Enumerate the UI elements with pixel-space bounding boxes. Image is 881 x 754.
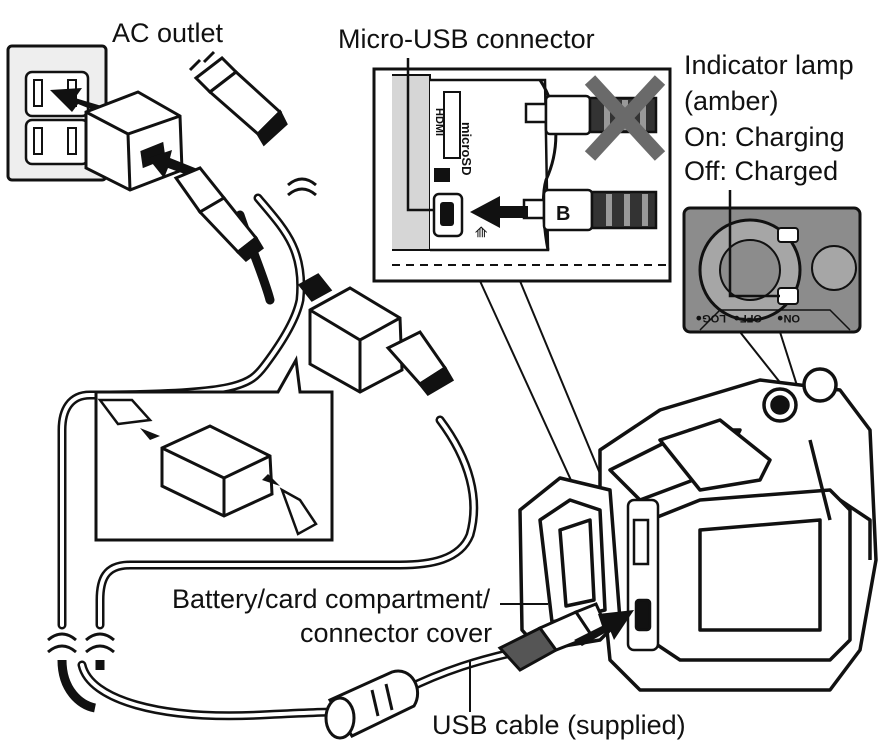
correct-orientation-plug [522, 188, 658, 232]
indicator-lamp-color-label: (amber) [684, 86, 779, 116]
micro-usb-leader-line [406, 58, 434, 212]
microsd-slot-label: microSD [459, 122, 474, 175]
wall-plug [188, 50, 288, 147]
insert-direction-arrow-icon [470, 196, 528, 228]
camera-body [598, 367, 878, 692]
bottom-leader-lines [469, 603, 548, 712]
plug-letter-b: B [556, 203, 570, 225]
indicator-lamp-label: Indicator lamp [684, 50, 854, 80]
indicator-off-label: Off: Charged [684, 156, 839, 186]
cable-continuation [57, 659, 105, 713]
indicator-on-label: On: Charging [684, 122, 845, 152]
ferrite-core [324, 669, 420, 740]
switch-on-label: ON● [777, 312, 800, 324]
hdmi-port-label: HDMI [433, 108, 445, 136]
usb-port-symbol: ⭅ [473, 226, 488, 238]
compartment-cover-label: Battery/card compartment/ [172, 584, 491, 614]
power-cord-inner [60, 196, 303, 627]
ac-adapter [84, 90, 184, 192]
camera-ports [626, 498, 660, 652]
usb-cable-label: USB cable (supplied) [432, 710, 686, 740]
usb-cable-path-inner [80, 418, 517, 718]
cable-break-marks [47, 177, 317, 654]
camera-insert-arrow-icon [574, 610, 634, 646]
callout-inset [94, 355, 334, 542]
usb-power-adapter [297, 273, 455, 396]
indicator-lamp-detail-panel [682, 206, 862, 334]
usb-a-plug [173, 166, 264, 262]
inset-arrow-icon [140, 428, 160, 440]
switch-log-label: LOG● [696, 312, 726, 324]
switch-off-label: OFF● [733, 312, 762, 324]
usb-insert-arrow-icon [148, 150, 200, 178]
ac-outlet-label: AC outlet [112, 18, 224, 48]
connector-cover-label: connector cover [300, 618, 493, 648]
inset-usb-arrow-icon [262, 474, 280, 486]
cross-mark-icon [584, 75, 666, 161]
indicator-lamp-leader-line [728, 190, 780, 298]
micro-usb-connector-label: Micro-USB connector [338, 24, 595, 54]
